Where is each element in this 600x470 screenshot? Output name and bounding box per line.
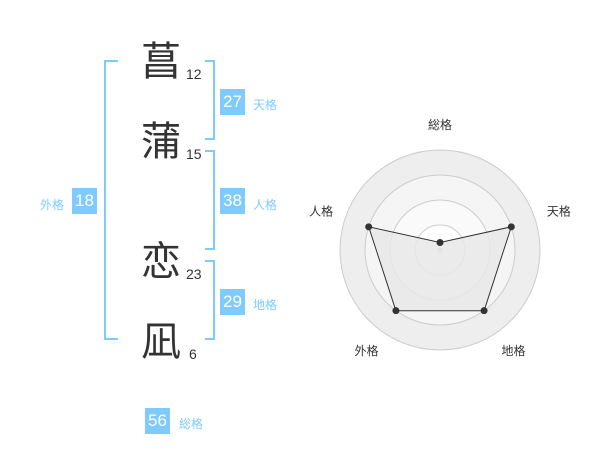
jinkaku-label: 人格 — [253, 198, 278, 212]
gaikaku-value-badge: 18 — [72, 188, 97, 214]
soukaku-value-badge: 56 — [145, 408, 170, 434]
radar-point-0 — [436, 239, 444, 246]
name-char-2: 蒲 — [141, 119, 181, 165]
chikaku-bracket — [205, 260, 215, 340]
stroke-count-3: 23 — [186, 266, 202, 282]
gaikaku-bracket — [104, 60, 118, 340]
tenkaku-label: 天格 — [253, 98, 278, 112]
name-char-1: 菖 — [141, 39, 181, 85]
tenkaku-value-badge: 27 — [220, 89, 245, 115]
radar-point-1 — [507, 223, 515, 231]
radar-axis-label-4: 人格 — [309, 203, 333, 218]
name-char-3: 恋 — [141, 239, 181, 285]
chikaku-value-badge: 29 — [220, 289, 245, 315]
radar-polygon — [367, 226, 513, 312]
radar-axis-label-0: 総格 — [428, 117, 452, 132]
radar-point-3 — [392, 307, 400, 315]
chikaku-label: 地格 — [253, 298, 278, 312]
stroke-count-4: 6 — [189, 346, 197, 362]
radar-points — [365, 223, 515, 315]
gaikaku-label: 外格 — [40, 198, 65, 212]
radar-axis-label-2: 地格 — [501, 343, 525, 358]
stroke-count-2: 15 — [186, 146, 202, 162]
stroke-count-1: 12 — [186, 66, 202, 82]
jinkaku-value-badge: 38 — [220, 188, 245, 214]
radar-point-2 — [480, 307, 488, 315]
radar-axis-label-1: 天格 — [547, 203, 571, 218]
jinkaku-bracket — [205, 150, 215, 250]
soukaku-label: 総格 — [179, 417, 204, 431]
radar-axis-label-3: 外格 — [354, 343, 378, 358]
name-char-4: 凪 — [141, 319, 181, 365]
tenkaku-bracket — [205, 60, 215, 140]
radar-point-4 — [365, 223, 373, 231]
